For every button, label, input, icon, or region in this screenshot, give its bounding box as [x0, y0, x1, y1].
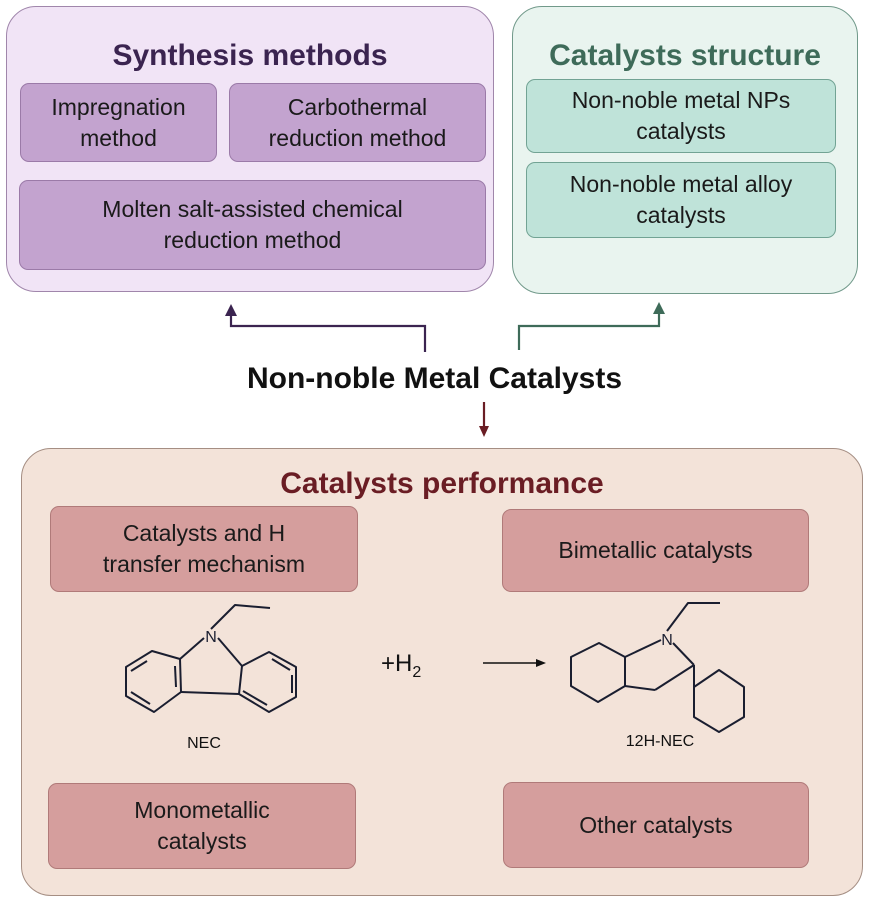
reaction-arrow — [483, 659, 546, 667]
plus-h2-label: +H2 — [381, 650, 422, 681]
other-catalysts-box: Other catalysts — [503, 782, 809, 868]
center-label: Non-noble Metal Catalysts — [246, 362, 623, 395]
monometallic-box: Monometallic catalysts — [48, 783, 356, 869]
12h-nec-label: 12H-NEC — [625, 733, 695, 750]
bimetallic-box: Bimetallic catalysts — [502, 509, 809, 592]
12h-nec-molecule — [570, 602, 745, 733]
catalysts-performance-title: Catalysts performance — [280, 467, 604, 500]
impregnation-method-box: Impregnation method — [20, 83, 217, 162]
non-noble-nps-box: Non-noble metal NPs catalysts — [526, 79, 836, 153]
nec-n-atom: N — [205, 629, 217, 646]
carbothermal-reduction-box: Carbothermal reduction method — [229, 83, 486, 162]
12h-nec-n-atom: N — [661, 632, 673, 649]
arrow-to-synthesis — [225, 304, 427, 352]
non-noble-alloy-box: Non-noble metal alloy catalysts — [526, 162, 836, 238]
nec-molecule — [125, 604, 297, 713]
arrow-to-structure — [517, 302, 665, 350]
molten-salt-reduction-box: Molten salt-assisted chemical reduction … — [19, 180, 486, 270]
h-transfer-mechanism-box: Catalysts and H transfer mechanism — [50, 506, 358, 592]
catalysts-structure-title: Catalysts structure — [549, 39, 821, 72]
synthesis-methods-title: Synthesis methods — [112, 39, 388, 72]
nec-label: NEC — [187, 735, 221, 752]
arrow-to-performance — [479, 402, 489, 437]
